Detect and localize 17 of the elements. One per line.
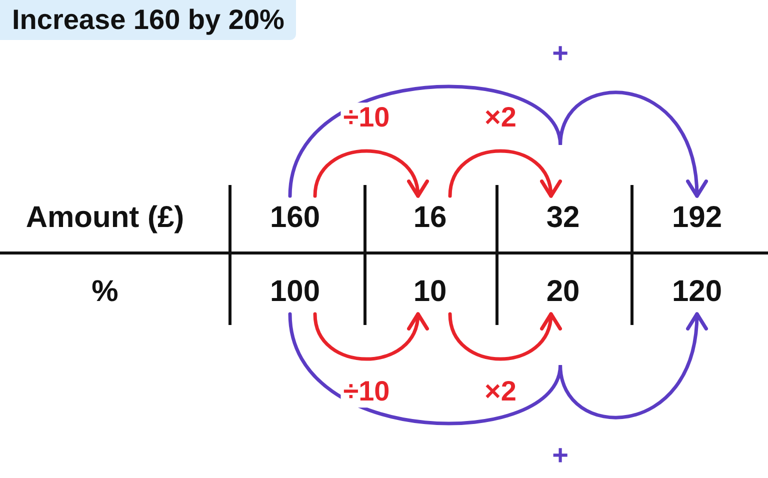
table-value: 192 (642, 196, 752, 240)
title-banner: Increase 160 by 20% (0, 0, 296, 40)
curved-arrow (448, 149, 560, 198)
table-value: 100 (240, 270, 350, 314)
table-value: 16 (375, 196, 485, 240)
table-value: 32 (508, 196, 618, 240)
table-value: 20 (508, 270, 618, 314)
curved-arrow (448, 312, 560, 361)
table-value: 160 (240, 196, 350, 240)
row-header: % (92, 275, 118, 309)
row-header: Amount (£) (26, 201, 184, 235)
curved-arrow (288, 312, 707, 426)
table-value: 120 (642, 270, 752, 314)
curved-arrow (288, 84, 707, 198)
curved-arrow (313, 149, 427, 198)
curved-arrow (313, 312, 427, 361)
table-value: 10 (375, 270, 485, 314)
